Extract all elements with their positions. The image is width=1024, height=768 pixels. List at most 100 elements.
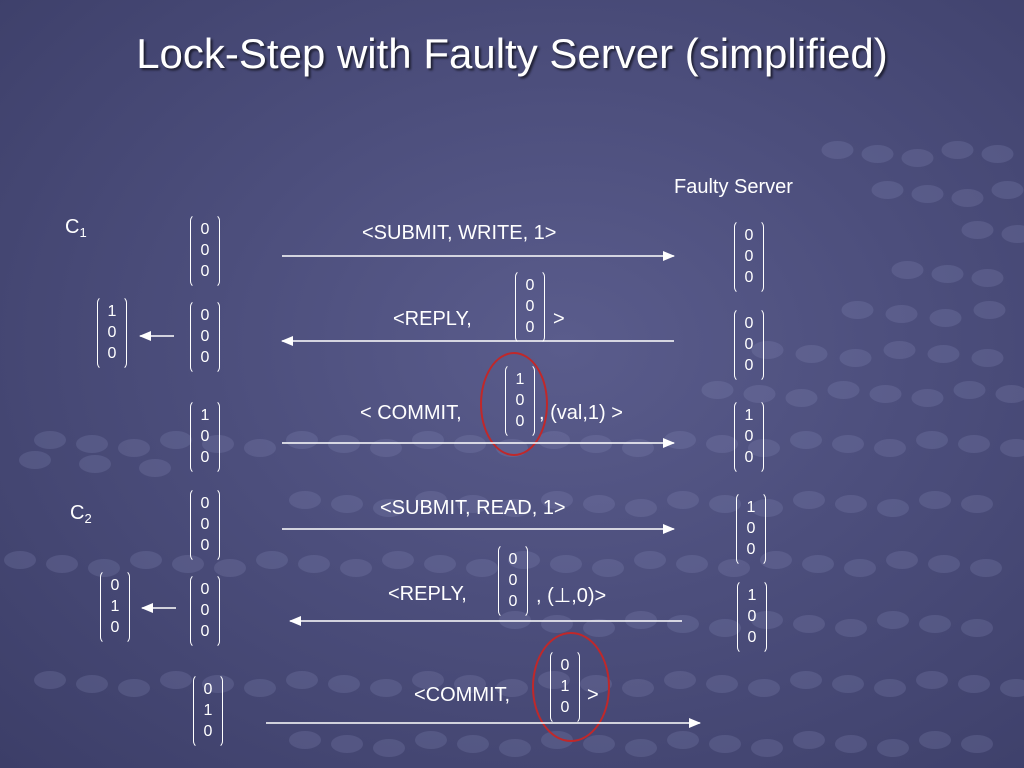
background-dot (424, 555, 456, 573)
background-dot (835, 735, 867, 753)
background-dot (499, 499, 531, 517)
vector-entry: 0 (744, 227, 754, 245)
background-dot (751, 341, 784, 359)
background-dot (244, 439, 276, 457)
vector-entry: 0 (200, 427, 210, 445)
background-dot (874, 679, 906, 697)
background-dot (118, 679, 150, 697)
vector-entry: 0 (200, 327, 210, 345)
background-dot (841, 301, 874, 319)
background-dot (885, 305, 918, 323)
background-dot (667, 731, 699, 749)
faulty-server-label: Faulty Server (674, 176, 793, 198)
background-dot (919, 491, 951, 509)
vector-entry: 0 (203, 722, 213, 740)
background-dot (331, 495, 363, 513)
background-dot (877, 499, 909, 517)
background-dot (79, 455, 111, 473)
background-dot (901, 149, 934, 167)
background-dot (580, 435, 612, 453)
background-dot (785, 389, 818, 407)
background-dot (4, 551, 36, 569)
background-dot (373, 739, 405, 757)
background-dot (160, 671, 192, 689)
message-commit-1-suffix: , (val,1) > (539, 402, 623, 424)
background-dot (751, 499, 783, 517)
background-dot (202, 675, 234, 693)
background-dot (466, 559, 498, 577)
vector-entry: 0 (107, 323, 117, 341)
background-dot (748, 679, 780, 697)
background-dot (499, 739, 531, 757)
vector-entry: 0 (560, 657, 570, 675)
background-dot (835, 495, 867, 513)
background-dot (706, 675, 738, 693)
background-dot (328, 435, 360, 453)
background-dot (931, 265, 964, 283)
vector-entry: 0 (747, 628, 757, 646)
background-dot (877, 611, 909, 629)
background-dot (709, 619, 741, 637)
vector-entry: 0 (203, 681, 213, 699)
vector-entry: 1 (560, 677, 570, 695)
vector-entry: 1 (515, 371, 525, 389)
background-dot (832, 435, 864, 453)
background-dot (877, 739, 909, 757)
background-dot (958, 435, 990, 453)
background-dot (919, 731, 951, 749)
vector-entry: 0 (110, 577, 120, 595)
background-dot (412, 671, 444, 689)
background-dot (927, 345, 960, 363)
vector-entry: 0 (200, 307, 210, 325)
background-dot (370, 679, 402, 697)
background-dot (802, 555, 834, 573)
vector-entry: 1 (746, 499, 756, 517)
background-dot (289, 731, 321, 749)
background-dot (958, 675, 990, 693)
vector-entry: 1 (107, 303, 117, 321)
vector-entry: 0 (525, 277, 535, 295)
background-dot (457, 735, 489, 753)
background-dot (496, 679, 528, 697)
background-dot (970, 559, 1002, 577)
vector-entry: 0 (200, 221, 210, 239)
background-dot (1001, 225, 1024, 243)
background-dot (550, 555, 582, 573)
vector-entry: 0 (200, 515, 210, 533)
vector-entry: 0 (746, 519, 756, 537)
slide-title: Lock-Step with Faulty Server (simplified… (136, 30, 888, 77)
background-dot (1000, 439, 1024, 457)
background-dot (664, 671, 696, 689)
background-dot (961, 495, 993, 513)
background-dot (871, 181, 904, 199)
background-dot (793, 615, 825, 633)
message-submit-write: <SUBMIT, WRITE, 1> (362, 222, 557, 244)
background-dot (973, 301, 1006, 319)
vector-entry: 0 (200, 448, 210, 466)
background-dot (538, 431, 570, 449)
background-dot (991, 181, 1024, 199)
client-c1-label: C1 (65, 216, 87, 240)
background-dot (961, 221, 994, 239)
background-dot (953, 381, 986, 399)
vector-entry: 0 (744, 315, 754, 333)
background-dot (844, 559, 876, 577)
background-dot (214, 559, 246, 577)
background-dot (415, 731, 447, 749)
vector-entry: 0 (744, 247, 754, 265)
background-dot (793, 491, 825, 509)
vector-entry: 0 (200, 536, 210, 554)
background-dot (861, 145, 894, 163)
message-reply-2-prefix: <REPLY, (388, 583, 467, 605)
background-dot (286, 431, 318, 449)
